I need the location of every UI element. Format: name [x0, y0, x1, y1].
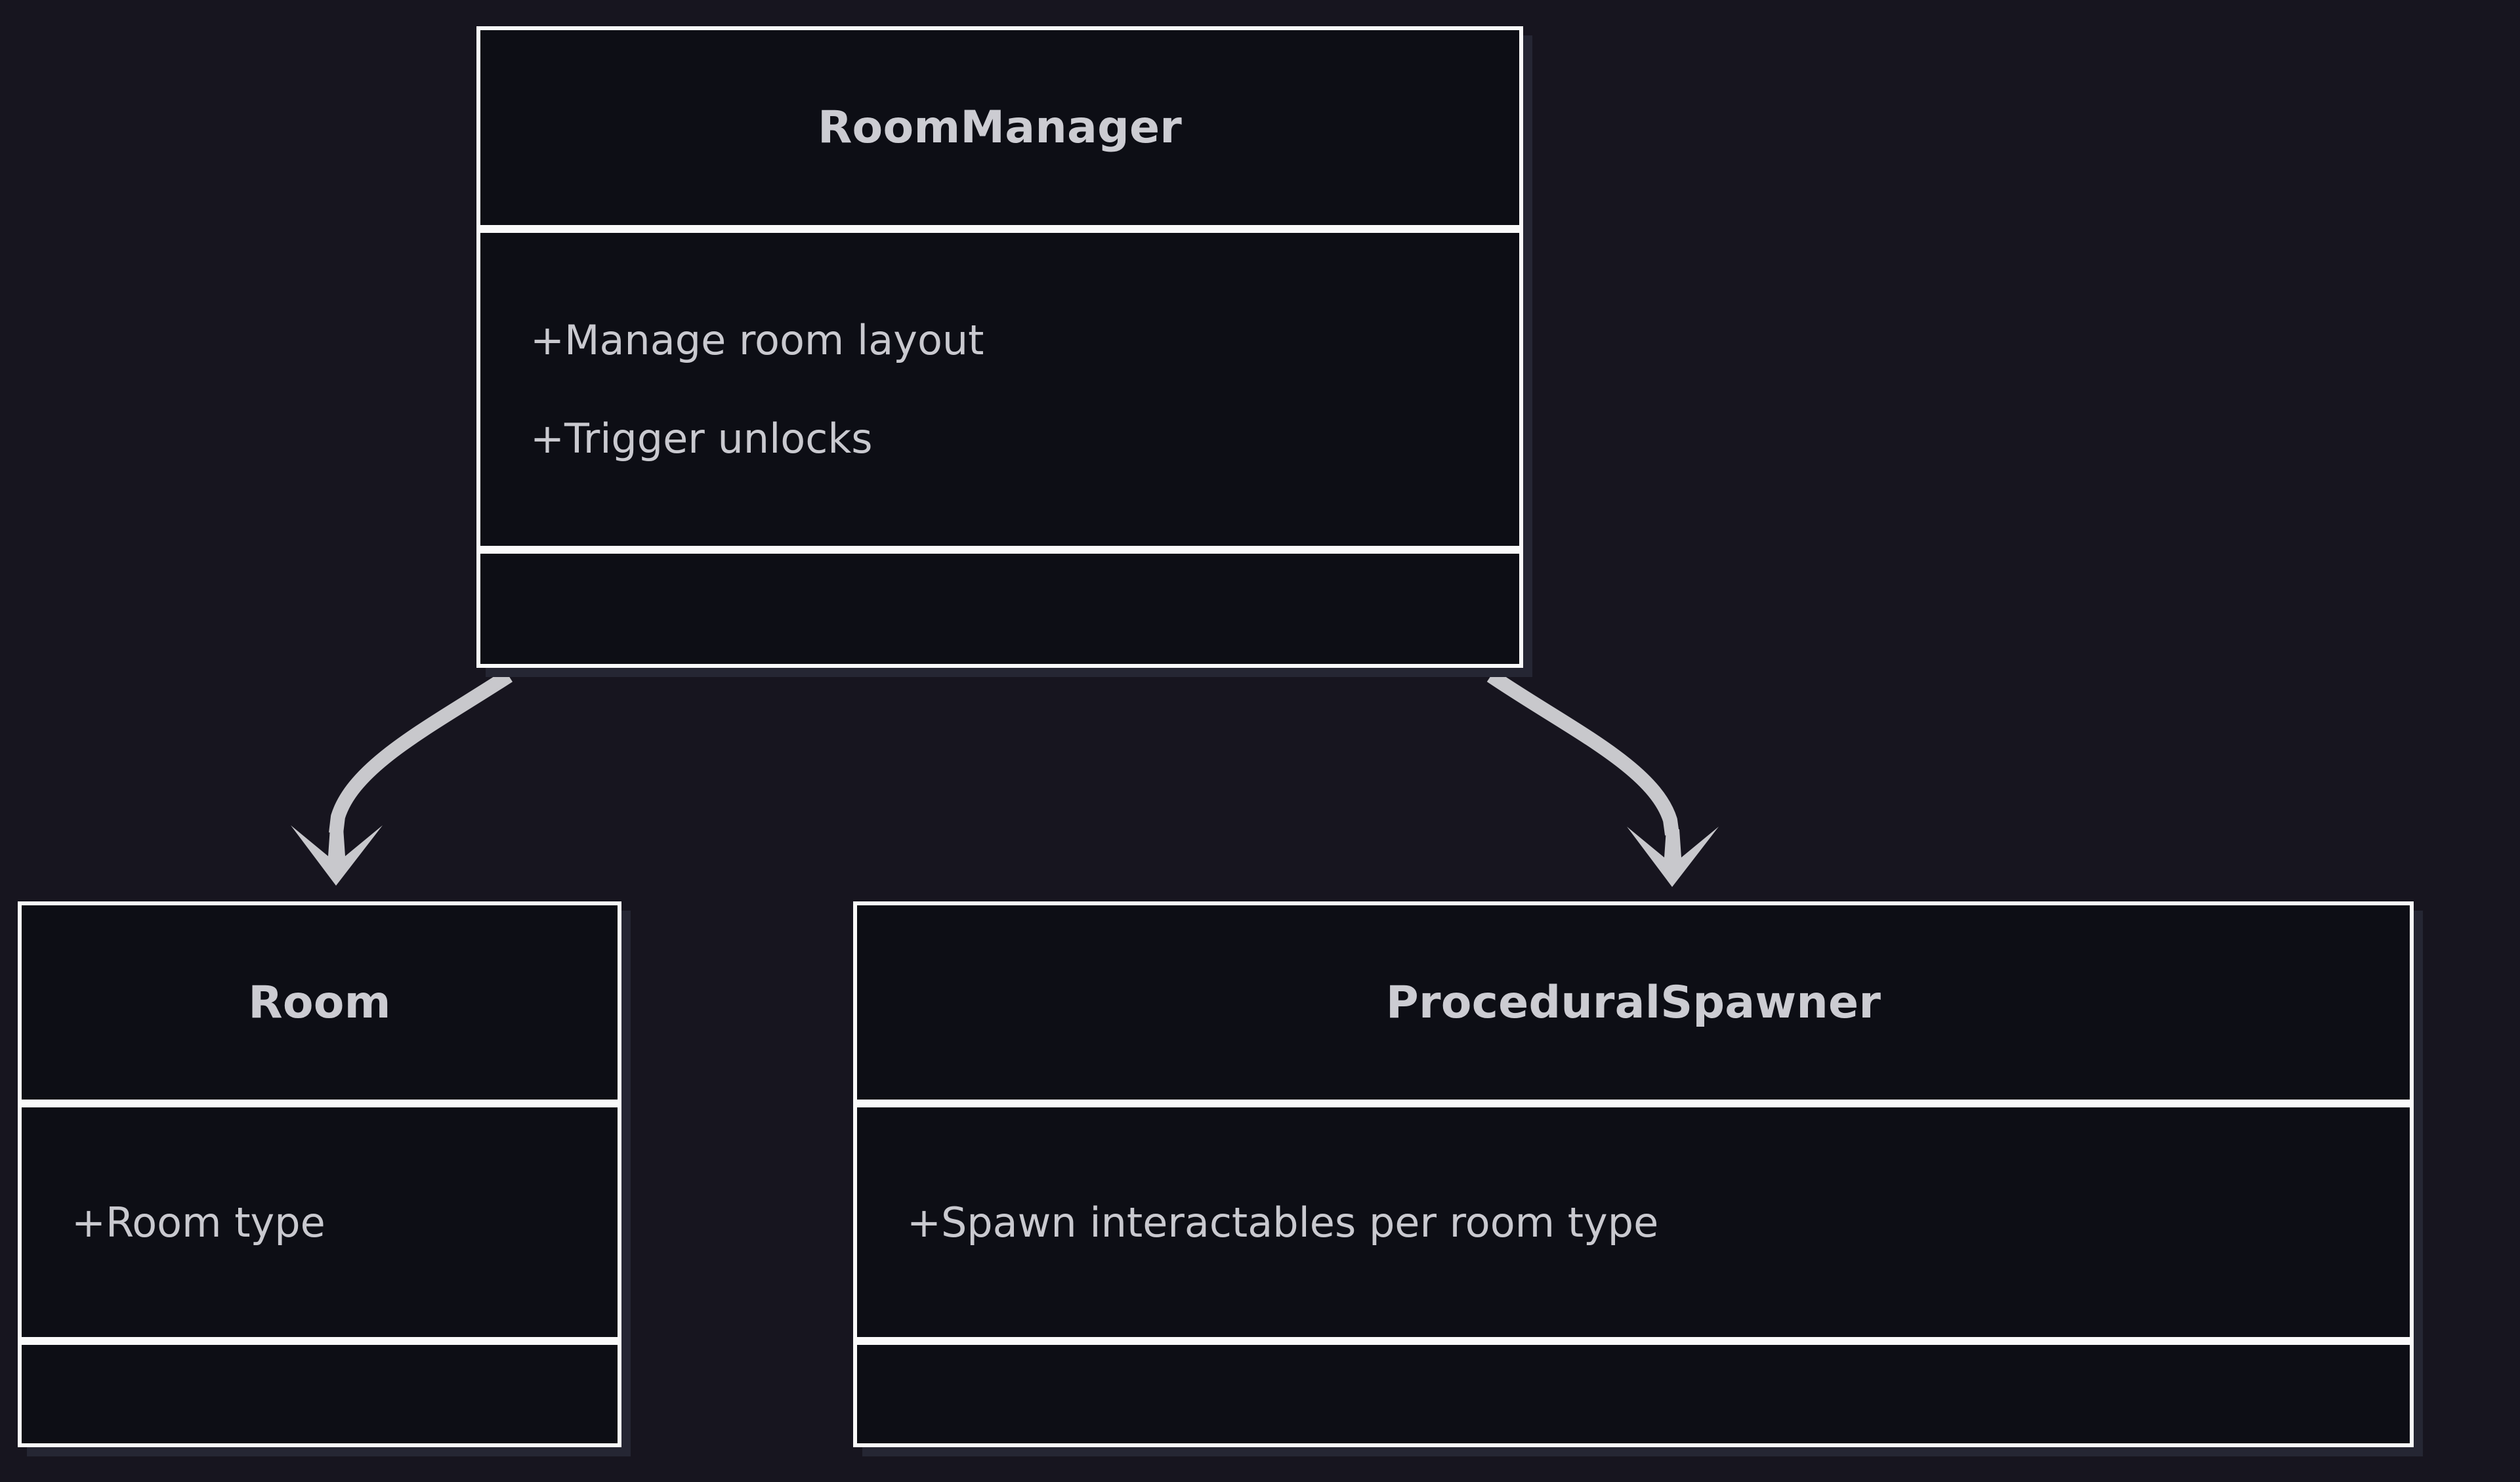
compartment-divider: [22, 1337, 618, 1345]
class-name-label: Room: [248, 976, 391, 1029]
class-attribute-item: +Trigger unlocks: [530, 414, 873, 463]
edge-roommanager-to-room-arrowhead: [291, 825, 383, 886]
compartment-divider: [480, 225, 1519, 233]
edge-roommanager-to-room-line: [329, 669, 513, 834]
compartment-divider: [857, 1100, 2410, 1107]
class-attribute-item: +Spawn interactables per room type: [907, 1198, 1659, 1246]
class-title-compartment: RoomManager: [480, 30, 1519, 225]
class-attributes-compartment: +Manage room layout +Trigger unlocks: [480, 233, 1519, 546]
class-node-proceduralspawner[interactable]: ProceduralSpawner +Spawn interactables p…: [853, 901, 2414, 1447]
edge-roommanager-to-proceduralspawner-arrowhead: [1627, 827, 1719, 887]
compartment-divider: [857, 1337, 2410, 1345]
class-operations-compartment: [22, 1345, 618, 1443]
class-title-compartment: Room: [22, 905, 618, 1100]
class-attribute-item: +Room type: [72, 1198, 326, 1246]
class-node-room[interactable]: Room +Room type: [18, 901, 621, 1447]
class-name-label: ProceduralSpawner: [1385, 976, 1881, 1029]
edge-roommanager-to-proceduralspawner-line: [1486, 669, 1679, 836]
edge-roommanager-to-proceduralspawner: [1486, 669, 1719, 887]
compartment-divider: [22, 1100, 618, 1107]
class-title-compartment: ProceduralSpawner: [857, 905, 2410, 1100]
class-attributes-compartment: +Spawn interactables per room type: [857, 1107, 2410, 1337]
class-operations-compartment: [480, 554, 1519, 664]
class-attributes-compartment: +Room type: [22, 1107, 618, 1337]
class-operations-compartment: [857, 1345, 2410, 1443]
class-name-label: RoomManager: [817, 102, 1183, 154]
class-node-roommanager[interactable]: RoomManager +Manage room layout +Trigger…: [476, 26, 1523, 668]
compartment-divider: [480, 546, 1519, 554]
edge-roommanager-to-room: [291, 669, 513, 886]
class-attribute-item: +Manage room layout: [530, 316, 984, 364]
